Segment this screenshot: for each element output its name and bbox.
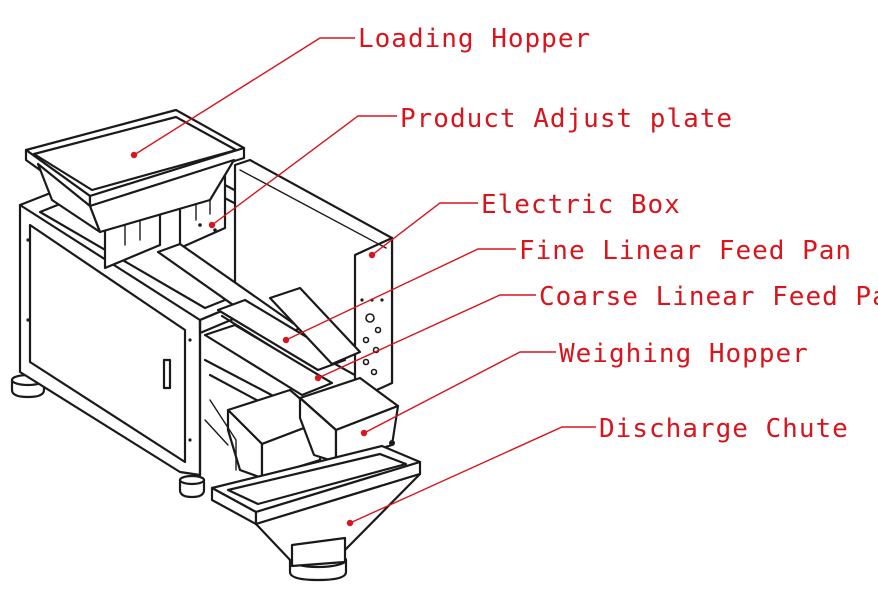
- callout-coarse-linear-feed-pan: Coarse Linear Feed Pan: [314, 282, 878, 382]
- label-weighing-hopper: Weighing Hopper: [559, 339, 809, 369]
- machine-drawing: [10, 108, 422, 582]
- weighing-hoppers: [204, 376, 400, 497]
- callout-weighing-hopper: Weighing Hopper: [360, 339, 809, 437]
- callout-electric-box: Electric Box: [368, 190, 681, 259]
- callouts: Loading Hopper Product Adjust plate Elec…: [130, 24, 878, 527]
- electric-box: [233, 158, 394, 402]
- label-fine-linear-feed-pan: Fine Linear Feed Pan: [519, 236, 852, 266]
- callout-discharge-chute: Discharge Chute: [346, 414, 849, 527]
- label-coarse-linear-feed-pan: Coarse Linear Feed Pan: [539, 282, 878, 312]
- discharge-chute: [210, 444, 422, 568]
- label-electric-box: Electric Box: [481, 190, 681, 220]
- label-discharge-chute: Discharge Chute: [599, 414, 849, 444]
- callout-product-adjust-plate: Product Adjust plate: [208, 104, 733, 229]
- callout-fine-linear-feed-pan: Fine Linear Feed Pan: [282, 236, 852, 344]
- label-product-adjust-plate: Product Adjust plate: [400, 104, 733, 134]
- callout-loading-hopper: Loading Hopper: [130, 24, 591, 159]
- label-loading-hopper: Loading Hopper: [358, 24, 591, 54]
